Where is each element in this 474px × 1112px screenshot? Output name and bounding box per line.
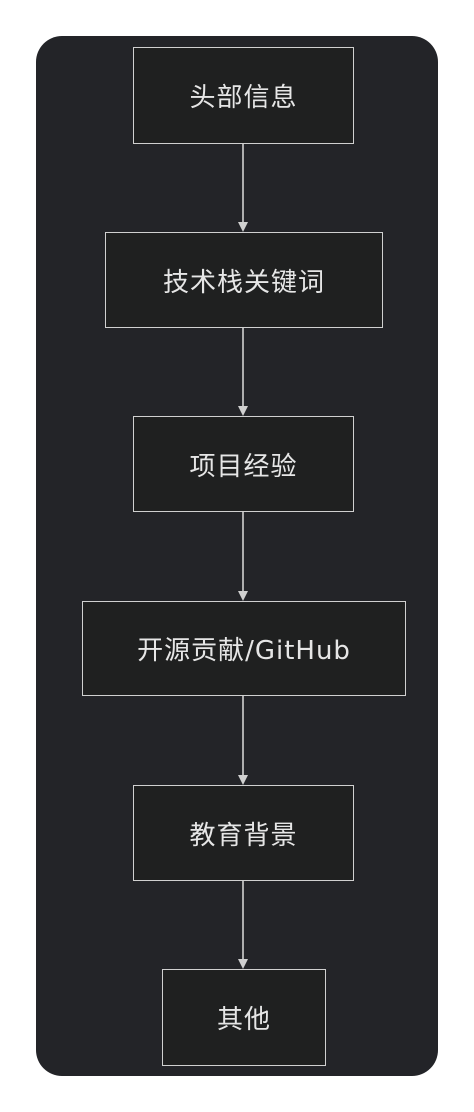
node-education: 教育背景 bbox=[133, 785, 354, 881]
node-project-experience: 项目经验 bbox=[133, 416, 354, 512]
diagram-panel bbox=[36, 36, 438, 1076]
node-open-source-github: 开源贡献/GitHub bbox=[82, 601, 406, 696]
node-header-info: 头部信息 bbox=[133, 47, 354, 144]
node-other: 其他 bbox=[162, 969, 326, 1066]
node-tech-stack-keywords: 技术栈关键词 bbox=[105, 232, 383, 328]
